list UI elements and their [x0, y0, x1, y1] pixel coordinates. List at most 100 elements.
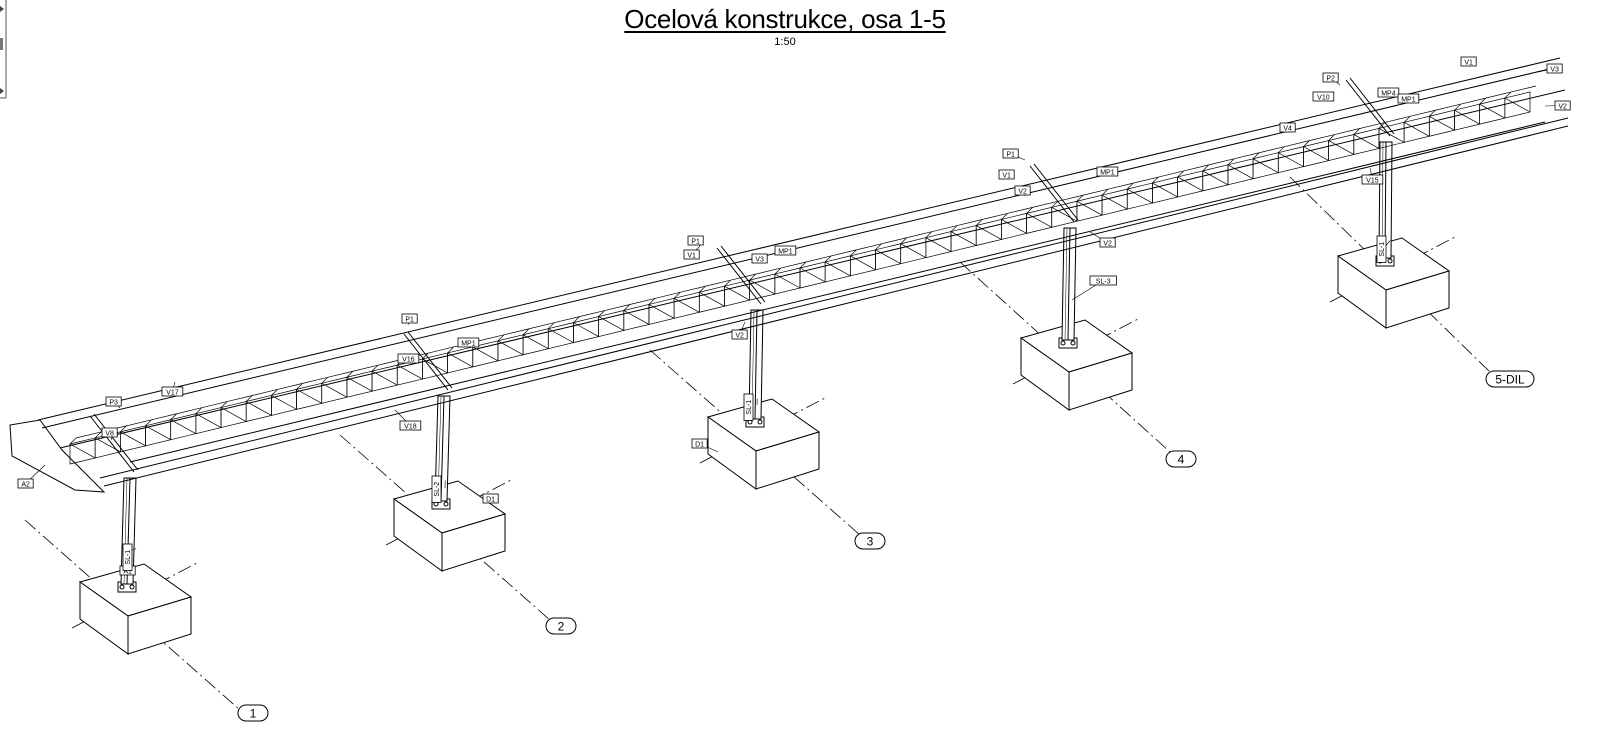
cross-girder-edge-1 — [93, 413, 139, 471]
truss-post — [1378, 122, 1386, 129]
truss-top-chord — [1435, 103, 1461, 111]
foundation-right — [127, 596, 192, 655]
truss-top-chord — [529, 322, 555, 330]
cross-girder-edge-3 — [720, 245, 766, 303]
tag-label: SL-1 — [746, 400, 753, 415]
end-plate-a2 — [9, 419, 106, 493]
truss-post — [497, 334, 505, 342]
truss-diagonal — [170, 419, 197, 434]
truss-panel — [698, 279, 731, 313]
foundation-block-4 — [1019, 319, 1134, 411]
tag-frame — [774, 245, 797, 256]
truss-top-chord — [654, 292, 681, 299]
truss-post — [1026, 207, 1033, 214]
truss-post — [1126, 182, 1134, 190]
column-5 — [1378, 141, 1393, 259]
rail-1 — [37, 57, 1561, 421]
truss-diagonal — [296, 389, 322, 404]
truss-post — [346, 370, 354, 378]
truss-post — [623, 304, 631, 311]
truss-top-chord — [478, 334, 505, 342]
tag-frame — [397, 353, 420, 364]
truss-top-chord — [1359, 122, 1386, 129]
truss-diagonal — [522, 334, 549, 349]
truss-diagonal — [1252, 158, 1279, 173]
tag-frame — [1460, 56, 1477, 67]
part-tag: V1 — [683, 245, 701, 260]
truss-grid — [69, 85, 1537, 465]
truss-top-chord — [831, 249, 857, 257]
axis-bubble-1: 1 — [237, 704, 269, 722]
tag-label: P1 — [1006, 151, 1015, 158]
part-tag: MP4 — [1377, 87, 1400, 98]
cross-girder-edge-2 — [407, 331, 453, 389]
truss-post — [94, 431, 102, 439]
truss-diagonal — [1001, 219, 1027, 234]
truss-post — [296, 383, 303, 390]
rail-6 — [129, 121, 1546, 463]
truss-top-chord — [176, 407, 202, 415]
part-tags: P3V17V8A2A1SL-1P1V16MP1V18D1SL-2P1V1V3MP… — [17, 56, 1571, 576]
tag-frame — [1546, 63, 1563, 74]
tag-label: MP1 — [461, 340, 476, 347]
part-tag: SL-3 — [1071, 275, 1117, 301]
column-4 — [1061, 227, 1077, 341]
anchor-bolt — [1070, 340, 1076, 346]
truss-diagonal — [422, 358, 448, 374]
truss-post — [573, 316, 580, 323]
truss-diagonal — [699, 291, 725, 307]
tag-label: D1 — [486, 496, 495, 503]
truss-top-chord — [1208, 158, 1235, 166]
truss-diagonal — [1479, 103, 1505, 119]
tag-label: D1 — [695, 441, 704, 448]
truss-top-chord — [1057, 194, 1083, 202]
tag-label: A2 — [21, 481, 30, 488]
truss-diagonal — [850, 255, 876, 271]
tag-frame — [1099, 237, 1116, 248]
truss-diagonal — [1403, 122, 1430, 137]
tag-frame — [1377, 87, 1400, 98]
truss-top-chord — [1183, 164, 1209, 172]
truss-post — [220, 401, 228, 408]
truss-post — [648, 298, 656, 305]
tag-label: SL-1 — [125, 550, 132, 565]
truss-diagonal — [976, 225, 1002, 240]
axis-bubble-frame — [545, 617, 577, 635]
truss-top-chord — [1410, 109, 1436, 117]
rail-4 — [99, 117, 1569, 479]
truss-top-chord — [982, 213, 1008, 220]
tag-frame — [1014, 185, 1031, 196]
truss-post — [799, 261, 807, 269]
truss-post — [749, 273, 756, 281]
truss-diagonal — [1328, 140, 1354, 155]
truss-post — [1504, 91, 1512, 99]
truss-diagonal — [950, 231, 977, 246]
columns — [120, 141, 1393, 585]
truss-diagonal — [95, 437, 121, 453]
truss-top-chord — [856, 243, 882, 251]
tag-label: V18 — [404, 423, 417, 430]
truss-post — [1202, 164, 1210, 172]
part-tag: V8 — [101, 427, 118, 441]
cross-girder-edge-5 — [1349, 77, 1395, 135]
tag-frame — [1279, 122, 1296, 133]
viewport-ruler-handle[interactable] — [0, 0, 10, 100]
truss-top-chord — [780, 261, 807, 269]
part-tag: V16 — [397, 353, 420, 364]
truss-diagonal — [220, 407, 247, 422]
truss-top-chord — [1233, 152, 1260, 160]
truss-post — [1227, 158, 1235, 166]
tag-label: V2 — [1558, 103, 1567, 110]
part-tag: P1 — [401, 313, 418, 326]
part-tag: P3 — [105, 396, 122, 409]
truss-diagonal — [573, 322, 599, 337]
tag-frame — [998, 169, 1015, 180]
truss-diagonal — [1278, 152, 1304, 167]
truss-top-chord — [705, 279, 731, 287]
truss-diagonal — [497, 340, 524, 356]
truss-top-chord — [428, 346, 454, 354]
part-tag: SL-2 — [431, 475, 446, 503]
tag-frame — [731, 329, 748, 340]
truss-top-chord — [75, 431, 102, 439]
